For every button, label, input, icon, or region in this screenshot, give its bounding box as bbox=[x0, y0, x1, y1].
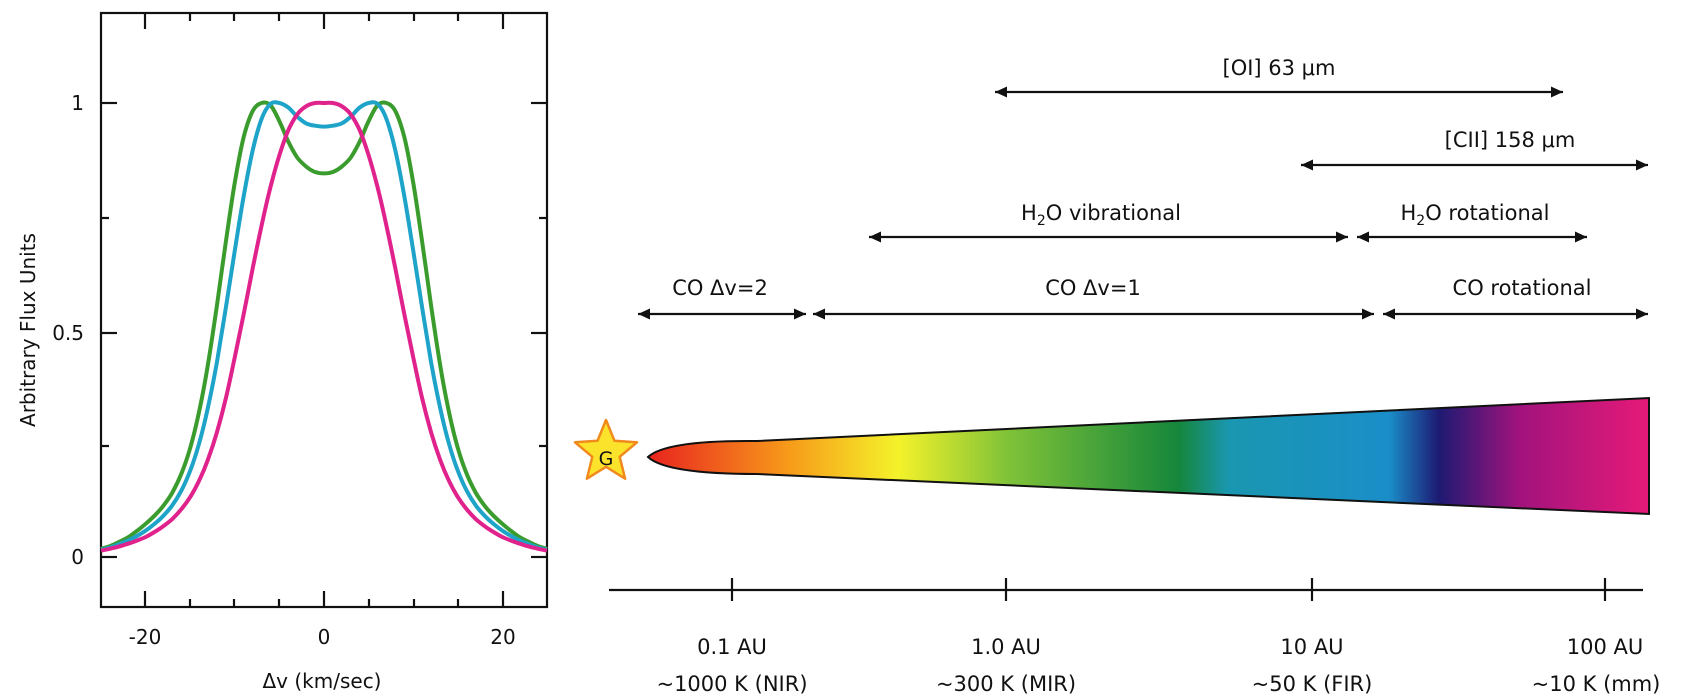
plot-y-tick-labels: 0 0.5 1 bbox=[52, 91, 84, 569]
label-suffix: O rotational bbox=[1425, 201, 1549, 225]
distance-label-au: 1.0 AU bbox=[971, 635, 1041, 659]
label-prefix: H bbox=[1401, 201, 1417, 225]
range-oi-63: [OI] 63 μm bbox=[995, 56, 1563, 98]
distance-label-au: 0.1 AU bbox=[697, 635, 767, 659]
distance-label-au: 100 AU bbox=[1567, 635, 1644, 659]
distance-label-temp: ~1000 K (NIR) bbox=[656, 672, 807, 696]
arrowhead-left bbox=[1357, 231, 1369, 243]
series-line-3 bbox=[100, 100, 548, 553]
plot-y-ticks bbox=[101, 101, 547, 559]
arrowhead-left bbox=[813, 308, 825, 320]
range-label-co-rotational: CO rotational bbox=[1453, 276, 1592, 300]
plot-x-axis-label: Δv (km/sec) bbox=[262, 669, 381, 693]
range-label-co-dv2: CO Δv=2 bbox=[672, 276, 768, 300]
arrowhead-left bbox=[995, 86, 1007, 98]
plot-series bbox=[100, 100, 548, 553]
label-prefix: H bbox=[1021, 201, 1037, 225]
range-cii-158: [CII] 158 μm bbox=[1301, 128, 1648, 171]
arrowhead-right bbox=[1575, 231, 1587, 243]
distance-axis: 0.1 AU ~1000 K (NIR) 1.0 AU ~300 K (MIR)… bbox=[609, 578, 1660, 696]
arrowhead-left bbox=[638, 308, 650, 320]
x-tick-label: 0 bbox=[318, 625, 331, 649]
star-icon bbox=[573, 418, 639, 480]
range-co-dv2: CO Δv=2 bbox=[638, 276, 806, 320]
arrowhead-right bbox=[1636, 308, 1648, 320]
disk-wedge bbox=[646, 396, 1650, 516]
series-line-1 bbox=[100, 100, 548, 551]
distance-label-au: 10 AU bbox=[1280, 635, 1343, 659]
distance-label-temp: ~300 K (MIR) bbox=[936, 672, 1076, 696]
arrowhead-right bbox=[1362, 308, 1374, 320]
arrowhead-left bbox=[1301, 159, 1313, 171]
arrowhead-right bbox=[1551, 86, 1563, 98]
range-label-h2o-rotational: H2O rotational bbox=[1401, 201, 1550, 229]
range-label-h2o-vibrational: H2O vibrational bbox=[1021, 201, 1181, 229]
distance-label-temp: ~10 K (mm) bbox=[1532, 672, 1661, 696]
star-marker: G bbox=[573, 418, 639, 480]
y-tick-label: 0 bbox=[71, 545, 84, 569]
disk-diagram: [OI] 63 μm [CII] 158 μm H2O vibrational bbox=[573, 56, 1660, 696]
plot-y-axis-label: Arbitrary Flux Units bbox=[16, 233, 40, 427]
range-label-oi: [OI] 63 μm bbox=[1223, 56, 1336, 80]
x-tick-label: 20 bbox=[490, 625, 515, 649]
arrowhead-right bbox=[1636, 159, 1648, 171]
distance-label-temp: ~50 K (FIR) bbox=[1252, 672, 1373, 696]
y-tick-label: 0.5 bbox=[52, 321, 84, 345]
label-suffix: O vibrational bbox=[1046, 201, 1181, 225]
arrowhead-left bbox=[869, 231, 881, 243]
y-tick-label: 1 bbox=[71, 91, 84, 115]
range-co-dv1: CO Δv=1 bbox=[813, 276, 1374, 320]
plot-x-ticks bbox=[143, 13, 505, 607]
x-tick-label: -20 bbox=[129, 625, 162, 649]
range-co-rotational: CO rotational bbox=[1383, 276, 1648, 320]
star-label: G bbox=[599, 448, 614, 470]
arrowhead-right bbox=[1336, 231, 1348, 243]
emission-ranges: [OI] 63 μm [CII] 158 μm H2O vibrational bbox=[638, 56, 1648, 320]
label-subscript: 2 bbox=[1037, 213, 1046, 229]
series-line-2 bbox=[100, 100, 548, 552]
range-label-cii: [CII] 158 μm bbox=[1445, 128, 1576, 152]
range-h2o-rotational: H2O rotational bbox=[1357, 201, 1587, 243]
arrowhead-left bbox=[1383, 308, 1395, 320]
arrowhead-right bbox=[794, 308, 806, 320]
spectrum-plot: 0 0.5 1 -20 0 20 Arbitrary Flux Units Δv… bbox=[16, 11, 549, 693]
plot-x-tick-labels: -20 0 20 bbox=[129, 625, 516, 649]
label-subscript: 2 bbox=[1416, 213, 1425, 229]
range-h2o-vibrational: H2O vibrational bbox=[869, 201, 1348, 243]
range-label-co-dv1: CO Δv=1 bbox=[1045, 276, 1141, 300]
